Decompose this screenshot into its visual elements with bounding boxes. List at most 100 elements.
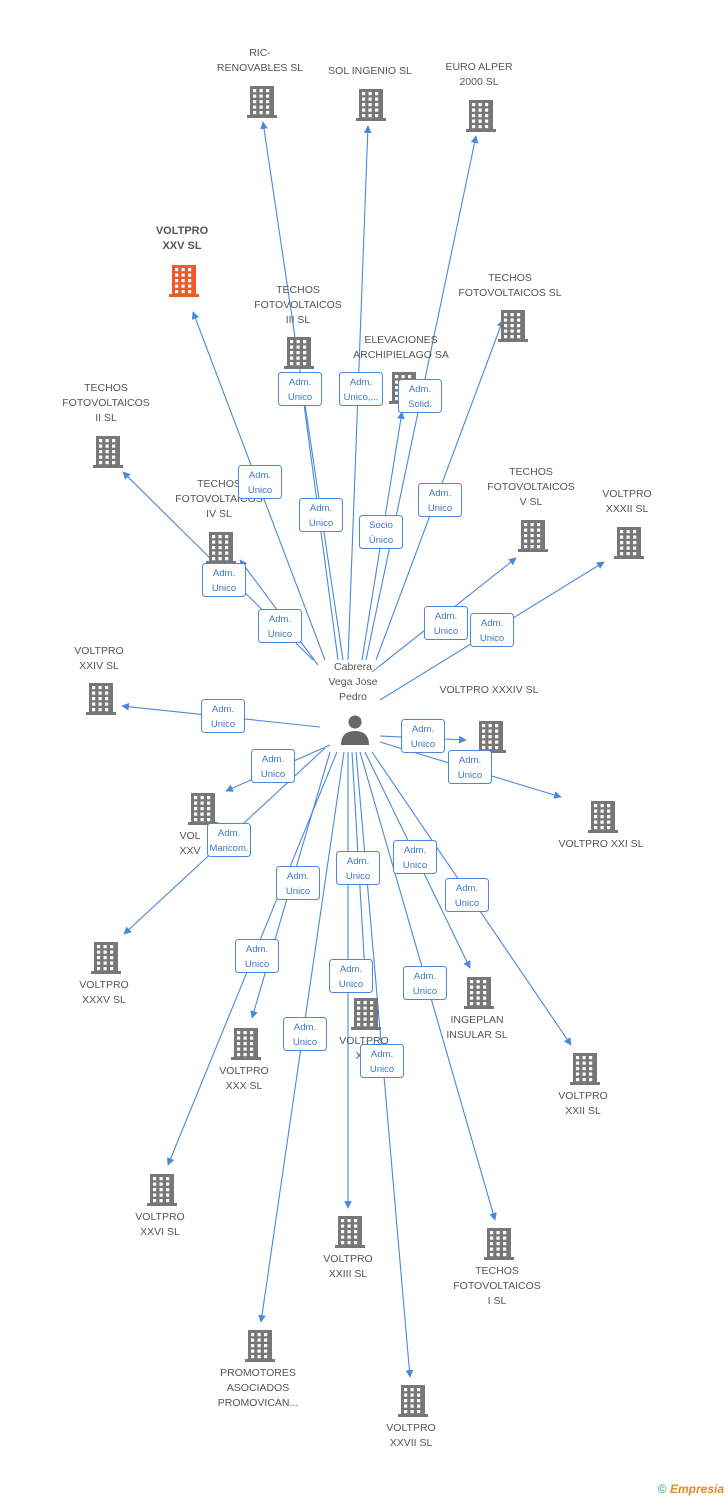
- edge-label-text: Unico: [434, 626, 458, 637]
- edge-label-box: [235, 939, 279, 973]
- company-name: FOTOVOLTAICOS: [453, 1280, 541, 1292]
- edge-label-box: [470, 613, 514, 647]
- edge-label-text: Unico: [261, 769, 285, 780]
- edge-label-text: Unico: [339, 979, 363, 990]
- edge-label-c16[interactable]: Adm.Mancom.: [207, 823, 251, 857]
- edge-label-c9[interactable]: Adm.Unico: [258, 609, 302, 643]
- company-node-c15[interactable]: VOLTPRO XXI SL: [559, 801, 644, 850]
- edge-label-text: Unico: [248, 485, 272, 496]
- edge-label-c1[interactable]: Adm.Unico: [278, 372, 322, 406]
- edge-label-text: Solid.: [408, 399, 432, 410]
- edge-label-box: [299, 498, 343, 532]
- person-name: Cabrera: [334, 661, 372, 673]
- edge-label-text: Adm.: [310, 503, 332, 514]
- company-name: TECHOS: [475, 1265, 519, 1277]
- edge-label-text: Adm.: [340, 964, 362, 975]
- edge-label-c20[interactable]: Adm.Unico: [445, 878, 489, 912]
- empresia-logo[interactable]: Empresia: [669, 1482, 724, 1496]
- company-node-c13[interactable]: VOLTPRO XXXIV SL: [439, 684, 539, 753]
- edge-label-text: Unico: [370, 1064, 394, 1075]
- edge-label-text: Adm.: [246, 944, 268, 955]
- company-name: ASOCIADOS: [227, 1382, 289, 1394]
- company-name: XXII SL: [565, 1105, 601, 1117]
- edge-label-c24[interactable]: Adm.Unico: [283, 1017, 327, 1051]
- building-icon: [614, 527, 644, 559]
- company-name: FOTOVOLTAICOS: [62, 397, 150, 409]
- company-name: XXXV SL: [82, 994, 126, 1006]
- company-node-c1[interactable]: RIC-RENOVABLES SL: [217, 47, 303, 118]
- edge-label-c14[interactable]: Adm.Unico: [251, 749, 295, 783]
- edge-label-c25[interactable]: Adm.Unico: [360, 1044, 404, 1078]
- edge-label-text: Adm.: [213, 568, 235, 579]
- company-name: XXIII SL: [329, 1268, 368, 1280]
- edge-label-text: Adm.: [412, 724, 434, 735]
- edge-label-box: [251, 749, 295, 783]
- edge-label-box: [329, 959, 373, 993]
- edge-label-c2[interactable]: Adm.Unico,...: [339, 372, 383, 406]
- edge-label-c22[interactable]: Adm. Unico: [329, 959, 373, 993]
- company-name: ELEVACIONES: [364, 334, 437, 346]
- edge-label-c4[interactable]: Adm.Unico: [238, 465, 282, 499]
- company-name: XXV SL: [162, 240, 201, 252]
- edge-label-text: Unico: [309, 518, 333, 529]
- edge-label-text: Adm.: [294, 1022, 316, 1033]
- edge-label-c6[interactable]: Adm.Unico: [418, 483, 462, 517]
- edge-label-text: Adm.: [404, 845, 426, 856]
- edge-label-c17[interactable]: Adm.Unico: [276, 866, 320, 900]
- building-icon: [231, 1028, 261, 1060]
- building-icon: [518, 520, 548, 552]
- building-icon: [188, 793, 218, 825]
- building-icon: [476, 721, 506, 753]
- company-name: IV SL: [206, 508, 232, 520]
- company-name: PROMOTORES: [220, 1367, 296, 1379]
- edge-label-text: Adm.: [459, 755, 481, 766]
- edge-label-text: Unico: [288, 392, 312, 403]
- building-icon: [588, 801, 618, 833]
- edge-label-box: [202, 563, 246, 597]
- edge-label-c13[interactable]: Adm.Unico: [401, 719, 445, 753]
- company-name: FOTOVOLTAICOS SL: [458, 287, 561, 299]
- company-name: PROMOVICAN...: [218, 1397, 299, 1409]
- edge-label-c11[interactable]: Adm.Unico: [470, 613, 514, 647]
- edge-label-box: [360, 1044, 404, 1078]
- edge-label-text: Adm.: [218, 828, 240, 839]
- company-node-c24[interactable]: PROMOTORES ASOCIADOS PROMOVICAN...: [218, 1330, 299, 1409]
- edge-label-c18[interactable]: Adm.Unico: [336, 851, 380, 885]
- company-name: XXIV SL: [79, 660, 119, 672]
- company-name: VOLTPRO: [386, 1422, 435, 1434]
- company-name: VOL: [179, 830, 200, 842]
- edge-label-c5[interactable]: Adm. Unico: [299, 498, 343, 532]
- edge-label-c15[interactable]: Adm.Unico: [448, 750, 492, 784]
- building-icon: [245, 1330, 275, 1362]
- edge-label-text: Adm.: [409, 384, 431, 395]
- edge-label-c8[interactable]: Adm.Unico: [202, 563, 246, 597]
- edge-label-c19[interactable]: Adm.Unico: [393, 840, 437, 874]
- company-node-c2[interactable]: SOL INGENIO SL: [328, 65, 412, 121]
- edge-label-c21[interactable]: Adm.Unico: [235, 939, 279, 973]
- building-icon: [284, 337, 314, 369]
- edge-label-c12[interactable]: Adm.Unico: [201, 699, 245, 733]
- edge-label-c7[interactable]: Adm. Solid.: [398, 379, 442, 413]
- edge-label-c10[interactable]: Adm.Unico: [424, 606, 468, 640]
- edge-label-c23[interactable]: Adm.Unico: [403, 966, 447, 1000]
- edge-label-text: Adm.: [269, 614, 291, 625]
